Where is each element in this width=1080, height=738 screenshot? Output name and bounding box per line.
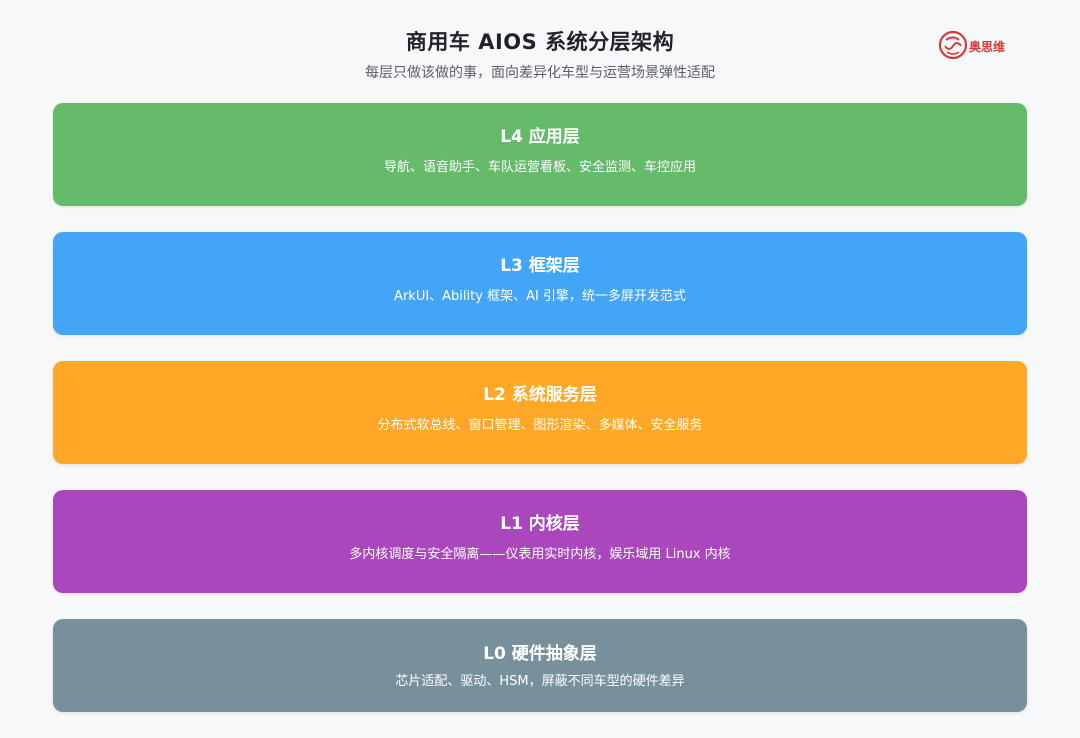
logo-ring-icon — [938, 30, 968, 60]
layer-l0-hardware-abstraction: L0 硬件抽象层 芯片适配、驱动、HSM，屏蔽不同车型的硬件差异 — [53, 619, 1027, 712]
layer-l1-kernel: L1 内核层 多内核调度与安全隔离——仪表用实时内核，娱乐域用 Linux 内核 — [53, 490, 1027, 593]
layer-l3-framework: L3 框架层 ArkUI、Ability 框架、AI 引擎，统一多屏开发范式 — [53, 232, 1027, 335]
page-header: 商用车 AIOS 系统分层架构 每层只做该做的事，面向差异化车型与运营场景弹性适… — [0, 0, 1080, 95]
layer-description: ArkUI、Ability 框架、AI 引擎，统一多屏开发范式 — [394, 289, 686, 304]
layer-title: L4 应用层 — [500, 127, 580, 147]
layer-l2-system-services: L2 系统服务层 分布式软总线、窗口管理、图形渲染、多媒体、安全服务 — [53, 361, 1027, 464]
layer-description: 导航、语音助手、车队运营看板、安全监测、车控应用 — [383, 160, 696, 175]
logo-text: 奥思维 — [969, 40, 1006, 54]
layer-description: 分布式软总线、窗口管理、图形渲染、多媒体、安全服务 — [377, 418, 703, 433]
layer-title: L2 系统服务层 — [483, 385, 597, 405]
brand-logo: 奥思维 — [937, 29, 1047, 63]
page-subtitle: 每层只做该做的事，面向差异化车型与运营场景弹性适配 — [365, 65, 715, 81]
layer-description: 多内核调度与安全隔离——仪表用实时内核，娱乐域用 Linux 内核 — [349, 547, 731, 562]
page-title: 商用车 AIOS 系统分层架构 — [405, 30, 675, 54]
layer-title: L0 硬件抽象层 — [483, 644, 597, 664]
layer-title: L1 内核层 — [500, 514, 580, 534]
layer-l4-application: L4 应用层 导航、语音助手、车队运营看板、安全监测、车控应用 — [53, 103, 1027, 206]
layer-title: L3 框架层 — [500, 256, 580, 276]
layer-description: 芯片适配、驱动、HSM，屏蔽不同车型的硬件差异 — [395, 674, 685, 689]
